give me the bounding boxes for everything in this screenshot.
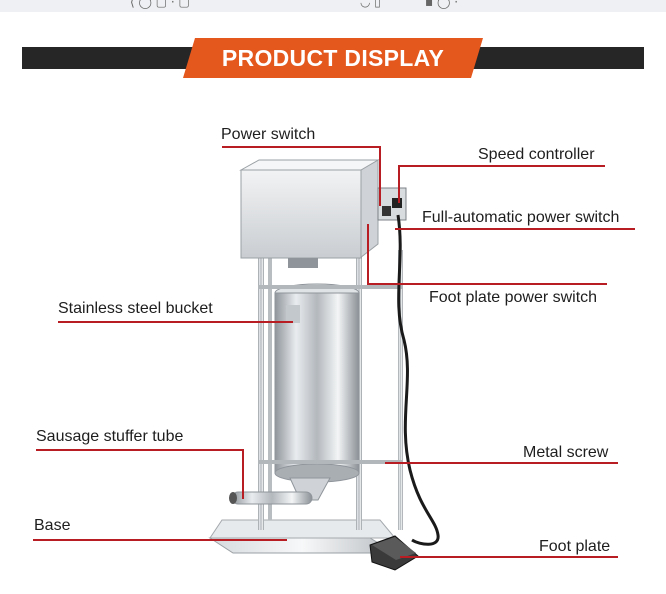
callout-line-foot-plate: [400, 556, 618, 558]
callout-line-stainless-bucket: [58, 321, 293, 323]
bucket-label: [286, 305, 300, 323]
label-full-auto-switch: Full-automatic power switch: [422, 209, 620, 226]
rod-back-left: [268, 250, 272, 520]
label-metal-screw: Metal screw: [523, 444, 609, 461]
callout-line-speed-controller: [398, 165, 400, 203]
callout-line-metal-screw: [385, 462, 618, 464]
callout-line-foot-plate-switch: [367, 283, 607, 285]
power-cable: [396, 214, 440, 546]
callout-line-power-switch: [222, 146, 380, 148]
cross-bar-top: [258, 285, 403, 289]
speed-knob: [392, 198, 402, 208]
callout-line-stuffer-tube: [242, 449, 244, 499]
motor-box-side: [359, 159, 379, 260]
callout-line-foot-plate-switch: [367, 224, 369, 284]
label-foot-plate-switch: Foot plate power switch: [429, 289, 598, 306]
label-power-switch: Power switch: [221, 126, 316, 143]
banner-tab: [183, 38, 483, 78]
rod-back-right: [398, 250, 403, 530]
callout-line-stuffer-tube: [36, 449, 243, 451]
callout-line-speed-controller: [398, 165, 605, 167]
tube-tip: [229, 492, 237, 504]
bucket: [274, 292, 360, 474]
motor-box-top: [239, 159, 380, 171]
callout-line-full-auto-switch: [395, 228, 635, 230]
switch-block: [382, 206, 391, 216]
toolbar-glyph-icon: ⟨ ◯ ▢ · ▢: [130, 0, 190, 9]
base-plate-top: [209, 519, 397, 539]
label-base: Base: [34, 517, 71, 534]
motor-box: [240, 169, 362, 259]
stuffer-tube: [231, 491, 313, 505]
rod-left: [258, 255, 264, 530]
label-stuffer-tube: Sausage stuffer tube: [36, 428, 184, 445]
toolbar-glyph-icon: ▪ ◯ ·: [425, 0, 459, 9]
cross-bar-bottom: [258, 460, 403, 464]
foot-pedal-top: [372, 537, 416, 560]
banner-title: PRODUCT DISPLAY: [221, 45, 445, 71]
toolbar-glyph-icon: ◡ ▯: [360, 0, 381, 9]
label-speed-controller: Speed controller: [478, 146, 595, 163]
callout-line-base: [33, 539, 287, 541]
motor-shaft: [288, 258, 318, 268]
callout-line-power-switch: [379, 146, 381, 206]
label-foot-plate: Foot plate: [539, 538, 611, 555]
label-stainless-bucket: Stainless steel bucket: [58, 300, 213, 317]
top-strip: ⟨ ◯ ▢ · ▢ ◡ ▯ ▪ ◯ ·: [0, 0, 666, 12]
